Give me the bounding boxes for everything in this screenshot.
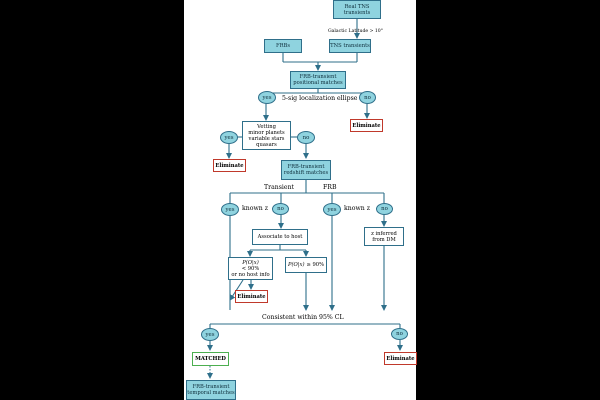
consistent-no-oval: no	[391, 328, 408, 340]
host-probability-high-box: P(O|x) ≥ 90%	[285, 257, 327, 273]
positional-yes-oval: yes	[258, 91, 276, 104]
tns-transients-box: TNS transients	[329, 39, 371, 53]
galactic-latitude-label: Galactic Latitude > 10°	[328, 29, 384, 34]
transient-no-oval: no	[272, 203, 289, 215]
positional-no-oval: no	[359, 91, 376, 104]
host-probability-high-text: ≥ 90%	[306, 262, 324, 268]
eliminate-box-positional: Eliminate	[350, 119, 383, 132]
z-inferred-from-dm-box: z inferred from DM	[364, 227, 404, 246]
consistent-yes-oval: yes	[201, 328, 219, 341]
frbs-box: FRBs	[264, 39, 302, 53]
flowchart-panel	[184, 0, 416, 400]
eliminate-box-final: Eliminate	[384, 352, 417, 365]
vetting-no-oval: no	[297, 131, 315, 144]
frb-yes-oval: yes	[323, 203, 341, 216]
eliminate-box-vetting: Eliminate	[213, 159, 246, 172]
vetting-yes-oval: yes	[220, 131, 238, 144]
real-tns-transients-box: Real TNS transients	[333, 0, 381, 19]
eliminate-box-host: Eliminate	[235, 290, 268, 303]
consistent-label: Consistent within 95% CL	[262, 314, 344, 321]
transient-known-z-label: known z	[242, 205, 268, 212]
transient-label: Transient	[264, 184, 295, 191]
localization-label: 5-sig localization ellipse	[282, 95, 358, 102]
host-probability-low-text: < 90% or no host info	[231, 265, 270, 278]
host-probability-low-box: P(O|x) < 90% or no host info	[228, 257, 273, 280]
frb-no-oval: no	[376, 203, 393, 215]
vetting-box: Vetting minor planets variable stars qua…	[242, 121, 291, 150]
positional-matches-box: FRB-transient positional matches	[290, 71, 346, 89]
host-probability-low-symbol: P(O|x)	[242, 259, 259, 266]
redshift-matches-box: FRB-transient redshift matches	[281, 160, 331, 180]
frb-known-z-label: known z	[344, 205, 370, 212]
host-probability-high-symbol: P(O|x)	[288, 262, 305, 268]
matched-box: MATCHED	[192, 352, 229, 366]
associate-to-host-box: Associate to host	[252, 229, 308, 245]
temporal-matches-box: FRB-transient temporal matches	[186, 380, 236, 400]
transient-yes-oval: yes	[221, 203, 239, 216]
frb-label: FRB	[323, 184, 337, 191]
